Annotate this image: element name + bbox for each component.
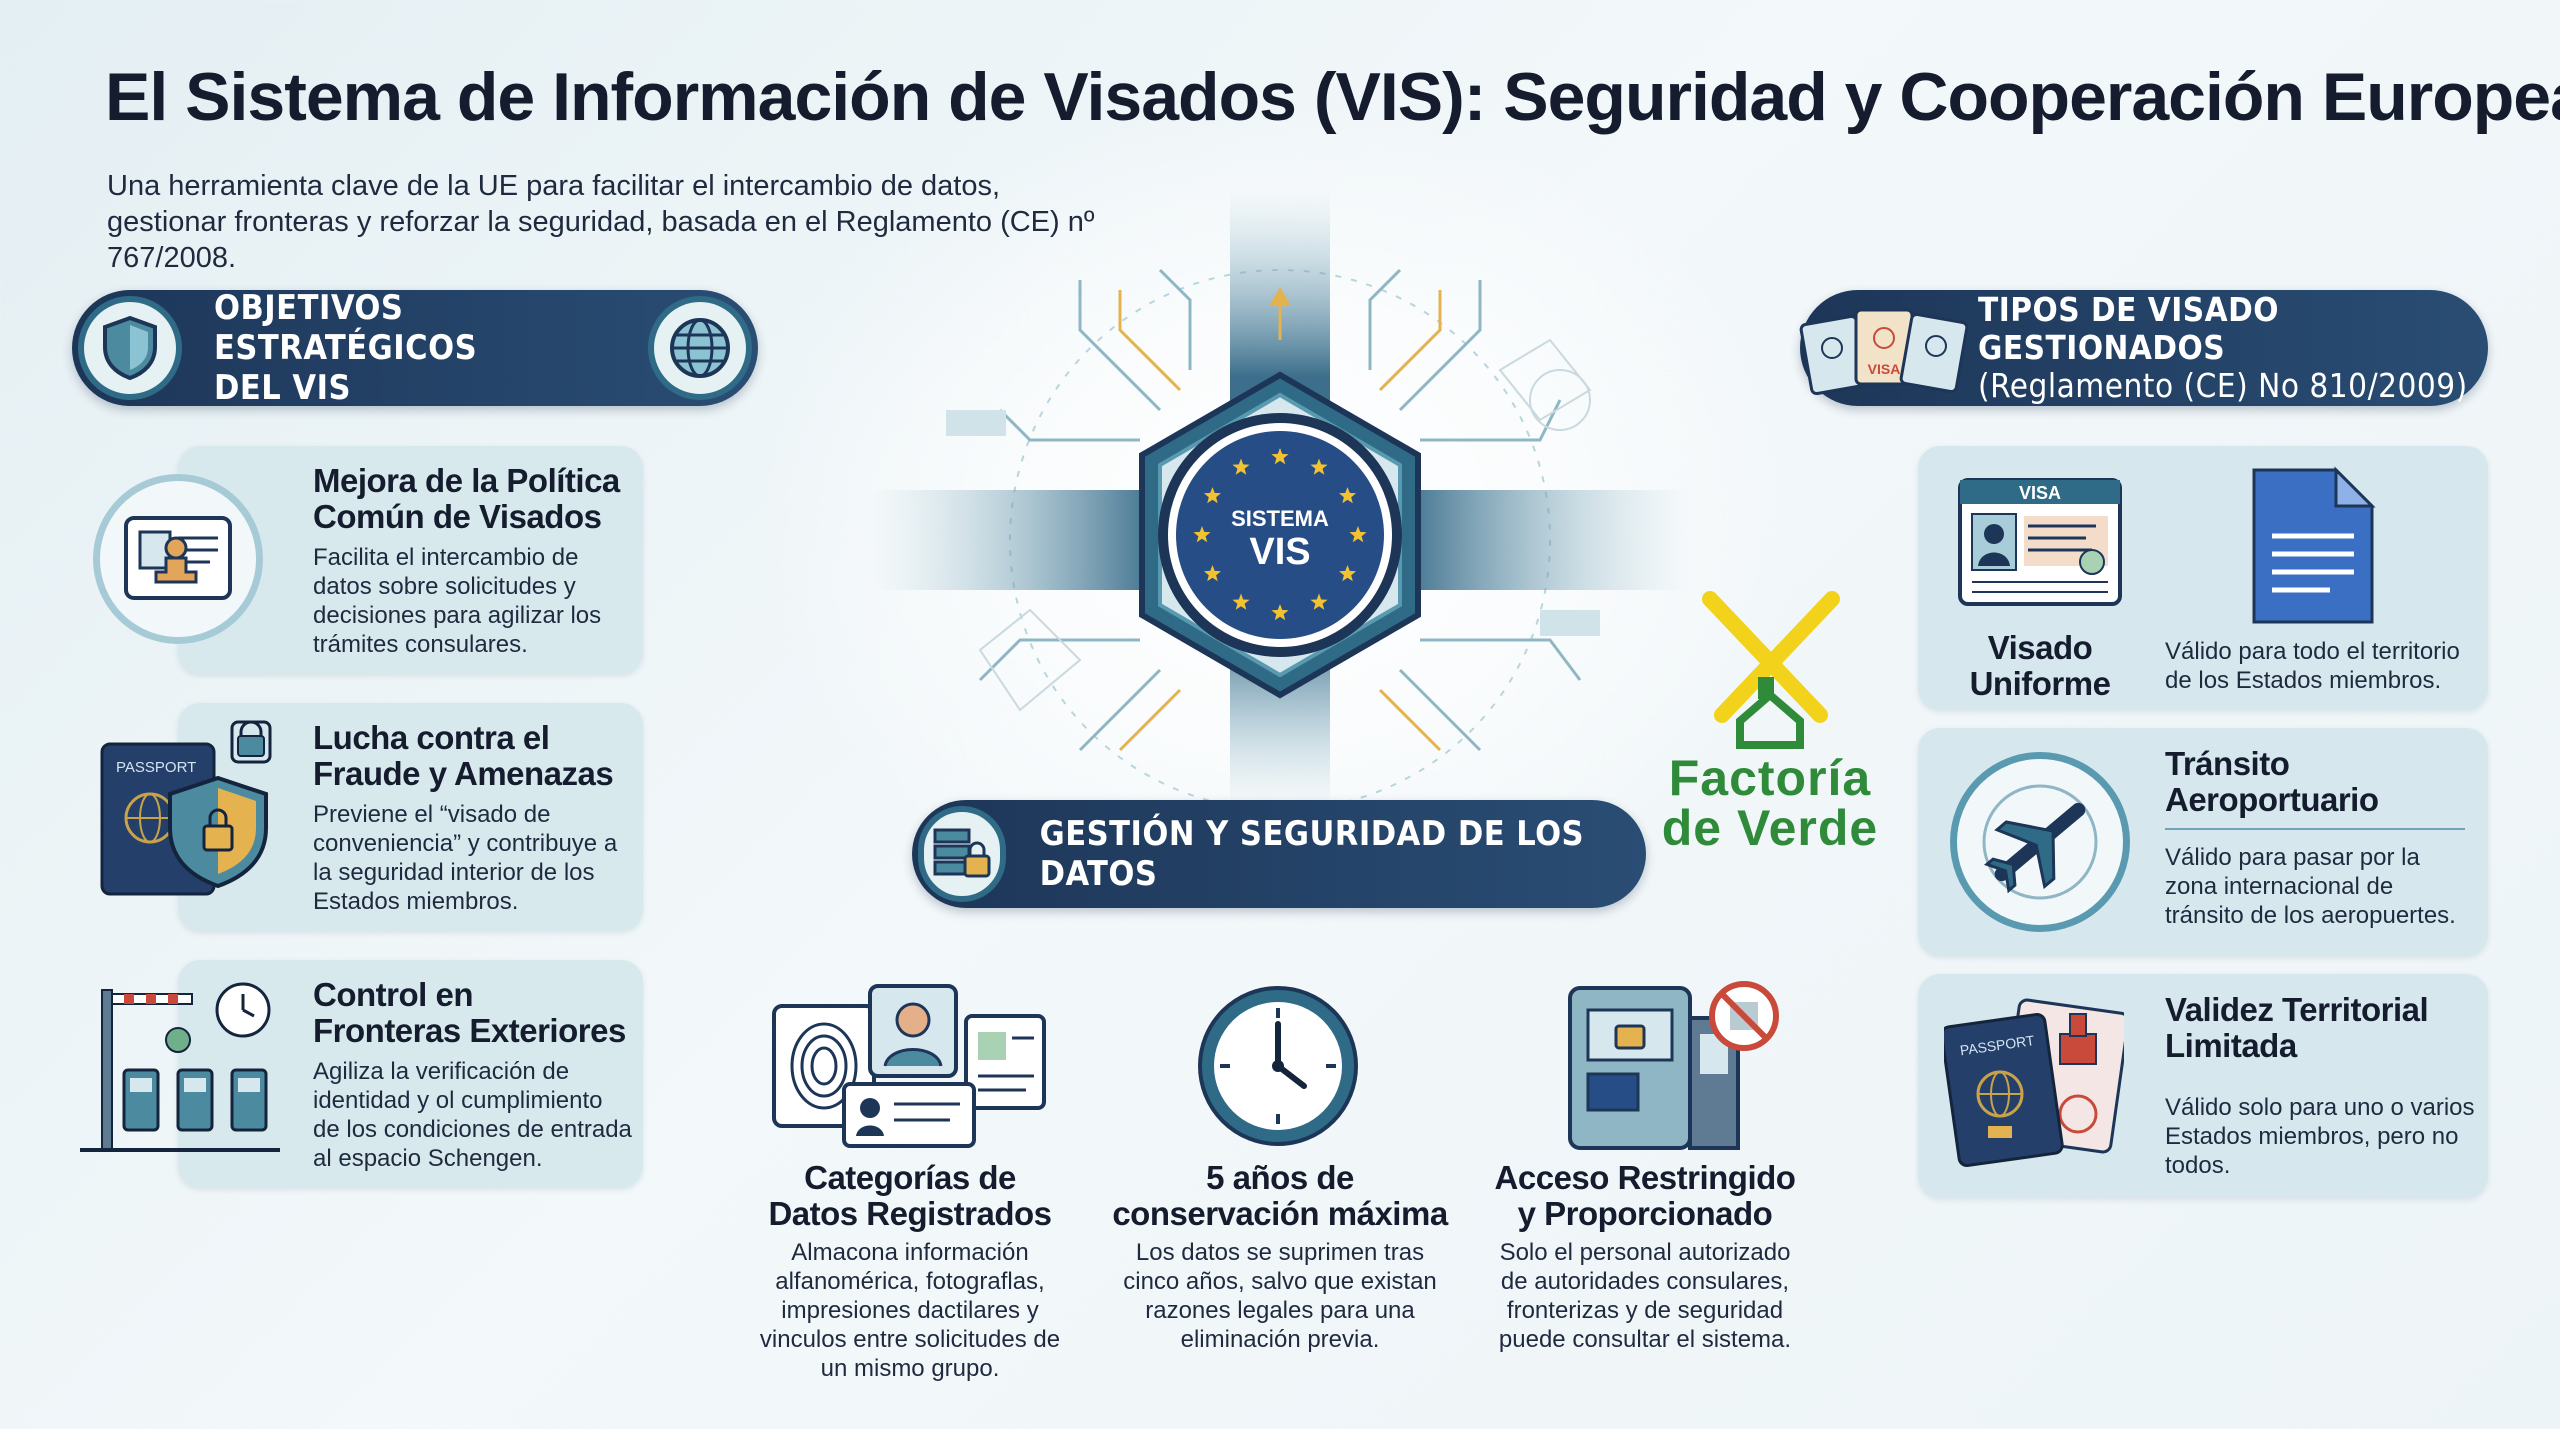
airplane-icon: [1950, 752, 2130, 932]
data-column-description: Almacona información alfanomérica, fotog…: [759, 1239, 1061, 1382]
visa-types-heading-pill: VISA TIPOS DE VISADO GESTIONADOS (Reglam…: [1798, 290, 2488, 406]
data-heading-pill: GESTIÓN Y SEGURIDAD DE LOS DATOS: [912, 800, 1646, 908]
eu-star-icon: [1271, 448, 1289, 465]
visa-type-divider: [2165, 828, 2465, 830]
eu-star-icon: [1193, 526, 1211, 543]
passport-label: PASSPORT: [116, 759, 196, 776]
eu-star-icon: [1310, 593, 1328, 610]
passport-stamp-icon: PASSPORT: [1940, 998, 2130, 1170]
border-gate-icon: [80, 980, 280, 1160]
visa-card-label: VISA: [1868, 361, 1901, 377]
page-title: El Sistema de Información de Visados (VI…: [105, 59, 2560, 135]
visa-type-description: Válido solo para uno o varios Estados mi…: [2165, 1094, 2475, 1179]
eu-star-icon: [1310, 458, 1328, 475]
clock-icon: [1196, 984, 1360, 1148]
visa-document-icon: VISA: [1956, 476, 2124, 612]
visa-type-description: Válido para pasar por la zona internacio…: [2165, 844, 2456, 929]
visa-label: VISA: [2019, 483, 2061, 503]
data-heading: GESTIÓN Y SEGURIDAD DE LOS DATOS: [1039, 814, 1585, 894]
data-column-description: Los datos se suprimen tras cinco años, s…: [1123, 1239, 1437, 1353]
objective-description: Agiliza la verificación de identidad y o…: [313, 1058, 632, 1172]
objectives-heading-pill: OBJETIVOS ESTRATÉGICOS DEL VIS: [72, 288, 758, 408]
stamp-document-icon: [93, 474, 263, 644]
server-lock-icon: [918, 806, 1006, 902]
passport-shield-icon: PASSPORT: [98, 718, 288, 908]
objective-description: Previene el “visado de conveniencia” y c…: [313, 801, 618, 915]
eu-star-icon: [1203, 565, 1221, 582]
objectives-heading: OBJETIVOS ESTRATÉGICOS DEL VIS: [214, 288, 478, 408]
eu-star-icon: [1339, 565, 1357, 582]
visa-cards-icon: VISA: [1798, 298, 1969, 398]
fingerprint-id-icon: [770, 980, 1050, 1150]
vis-badge-name: VIS: [1249, 531, 1310, 573]
document-icon: [2250, 466, 2376, 626]
visa-type-description: Válido para todo el territorio de los Es…: [2165, 638, 2460, 694]
data-column-description: Solo el personal autorizado de autoridad…: [1498, 1239, 1792, 1353]
shield-icon: [78, 296, 182, 400]
eu-star-icon: [1203, 487, 1221, 504]
eu-star-icon: [1232, 593, 1250, 610]
restricted-terminal-icon: [1560, 978, 1790, 1150]
page-subtitle: Una herramienta clave de la UE para faci…: [107, 170, 1095, 274]
objective-description: Facilita el intercambio de datos sobre s…: [313, 544, 602, 658]
eu-star-icon: [1339, 487, 1357, 504]
visa-types-heading: TIPOS DE VISADO GESTIONADOS (Reglamento …: [1978, 290, 2468, 405]
globe-icon: [648, 296, 752, 400]
eu-star-icon: [1232, 458, 1250, 475]
eu-star-icon: [1349, 526, 1367, 543]
vis-hub-graphic: SISTEMA VIS: [860, 190, 1700, 811]
eu-star-icon: [1271, 604, 1289, 621]
vis-badge-label: SISTEMA: [1231, 506, 1329, 531]
